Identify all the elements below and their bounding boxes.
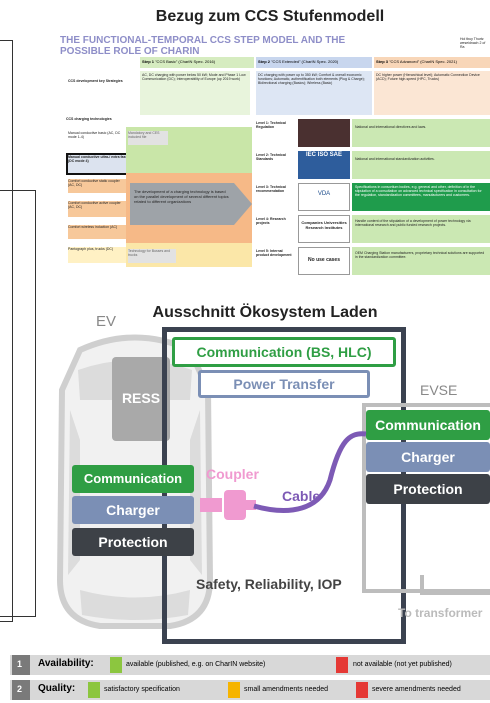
legend-1-green-text: available (published, e.g. on CharIN web… bbox=[126, 661, 266, 668]
legend-2-green-swatch bbox=[88, 682, 100, 698]
legend-2-yellow-text: small amendments needed bbox=[244, 686, 329, 693]
level-4-name: Level 4: Research projects bbox=[256, 217, 286, 225]
level-1-name: Level 1: Technical Regulation bbox=[256, 121, 286, 129]
power-transfer-box: Power Transfer bbox=[198, 370, 370, 398]
left-bracket-line-2 bbox=[0, 190, 36, 617]
level-5-name: Level 5: Internal product development bbox=[256, 249, 292, 257]
level-2-text: National and international standardizati… bbox=[352, 151, 490, 179]
legend-2-label: Quality: bbox=[38, 683, 76, 694]
evse-communication-box: Communication bbox=[366, 410, 490, 440]
legend-1-number: 1 bbox=[17, 659, 23, 669]
level-1-logo bbox=[298, 119, 350, 147]
step1-sub: "CCS Basic" (CharIN Spec. 2016) bbox=[155, 59, 216, 64]
slide-title: THE FUNCTIONAL-TEMPORAL CCS STEP MODEL A… bbox=[60, 35, 346, 57]
legend-1-red-swatch bbox=[336, 657, 348, 673]
ccs-charging-label: CCS charging technologies bbox=[66, 117, 112, 121]
legend-availability: 1 Availability: available (published, e.… bbox=[10, 655, 490, 675]
ev-charger-box: Charger bbox=[72, 496, 194, 524]
level-3-text: Specifications in consortium bodies, e.g… bbox=[352, 183, 490, 211]
cable-line bbox=[253, 431, 367, 513]
tech-row-4: Comfort conductive active coupler (AC, D… bbox=[68, 201, 126, 217]
legend-2-green-text: satisfactory specification bbox=[104, 686, 180, 693]
tech-row-1: Manual conductive basic (AC, DC mode 1-4… bbox=[68, 131, 126, 145]
tech-row-2: Manual conductive ultra-/ extra fast (DC… bbox=[66, 153, 130, 175]
level-4-text: Handle content of the stipulation of a d… bbox=[352, 215, 490, 243]
evse-protection-box: Protection bbox=[366, 474, 490, 504]
grey-note-2: Technology for Busses and trucks bbox=[128, 249, 176, 263]
step3-label: Step 3 bbox=[376, 59, 389, 64]
development-arrow bbox=[130, 183, 252, 225]
step2-header: Step 2 "CCS Extended" (CharIN Spec. 2020… bbox=[256, 57, 372, 68]
left-header-text: CCS development key Strategies bbox=[68, 79, 123, 83]
step1-label: Step 1 bbox=[142, 59, 155, 64]
cable-label: Cable bbox=[282, 488, 321, 504]
coupler-icon bbox=[200, 490, 256, 520]
legend-2-number: 2 bbox=[17, 684, 23, 694]
arrow-text: The development of a charging technology… bbox=[134, 189, 229, 204]
step3-header: Step 3 "CCS Advanced" (CharIN Spec. 2021… bbox=[374, 57, 490, 68]
step3-sub: "CCS Advanced" (CharIN Spec. 2021) bbox=[389, 59, 457, 64]
evse-bottom-line bbox=[420, 575, 490, 595]
coupler-label: Coupler bbox=[206, 466, 259, 482]
ev-communication-box: Communication bbox=[72, 465, 194, 493]
legend-2-number-badge bbox=[12, 680, 30, 700]
level-5-text: OEM Charging Station manufacturers, prop… bbox=[352, 247, 490, 275]
step1-header: Step 1 "CCS Basic" (CharIN Spec. 2016) bbox=[140, 57, 254, 68]
tech-row-5: Comfort wireless induction (AC) bbox=[68, 225, 126, 239]
to-transformer-label: To transformer bbox=[398, 606, 483, 620]
step2-label: Step 2 bbox=[258, 59, 271, 64]
evse-charger-box: Charger bbox=[366, 442, 490, 472]
section-title-ecosystem: Ausschnitt Ökosystem Laden bbox=[152, 304, 378, 321]
grey-note-1: Mandatory and CES included file bbox=[128, 131, 168, 145]
legend-1-label: Availability: bbox=[38, 658, 94, 669]
level-2-logo: IEC ISO SAE bbox=[298, 151, 350, 179]
evse-label: EVSE bbox=[420, 382, 458, 398]
ress-box bbox=[112, 357, 170, 441]
legend-1-red-text: not available (not yet published) bbox=[353, 661, 452, 668]
level-4-logo: Companies Universities Research Institut… bbox=[298, 215, 350, 243]
level-3-logo: VDA bbox=[298, 183, 350, 211]
legend-1-green-swatch bbox=[110, 657, 122, 673]
tech-row-6: Pantograph plus, trucks (DC) bbox=[68, 247, 126, 263]
step2-text: DC charging with power up to 350 kW; Com… bbox=[256, 71, 372, 115]
level-3-name: Level 3: Technical recommendation bbox=[256, 185, 286, 193]
slide-corner-note: Hol tbuy Thurtz weseidnach 2 of Ra bbox=[460, 37, 486, 49]
step-model-slide: THE FUNCTIONAL-TEMPORAL CCS STEP MODEL A… bbox=[60, 31, 490, 284]
ress-label: RESS bbox=[121, 390, 161, 406]
ev-protection-box: Protection bbox=[72, 528, 194, 556]
level-5-logo: No use cases bbox=[298, 247, 350, 275]
step2-sub: "CCS Extended" (CharIN Spec. 2020) bbox=[271, 59, 339, 64]
safety-text: Safety, Reliability, IOP bbox=[196, 576, 342, 592]
level-2-name: Level 2: Technical Standards bbox=[256, 153, 286, 161]
comm-bs-hlc-box: Communication (BS, HLC) bbox=[172, 337, 396, 367]
section-title-step-model: Bezug zum CCS Stufenmodell bbox=[155, 8, 385, 25]
left-bracket-line-1 bbox=[0, 40, 13, 622]
legend-quality: 2 Quality: satisfactory specification sm… bbox=[10, 680, 490, 700]
legend-2-yellow-swatch bbox=[228, 682, 240, 698]
tech-row-3: Comfort conductive static coupler (AC, D… bbox=[68, 179, 126, 193]
legend-1-number-badge bbox=[12, 655, 30, 675]
legend-2-red-text: severe amendments needed bbox=[372, 686, 461, 693]
legend-2-red-swatch bbox=[356, 682, 368, 698]
ev-label: EV bbox=[96, 313, 117, 330]
step1-text: AC, DC charging with power below 50 kW; … bbox=[140, 71, 250, 115]
level-1-text: National and international directives an… bbox=[352, 119, 490, 147]
step3-text: DC higher power (Hierarchical level); Au… bbox=[374, 71, 490, 115]
